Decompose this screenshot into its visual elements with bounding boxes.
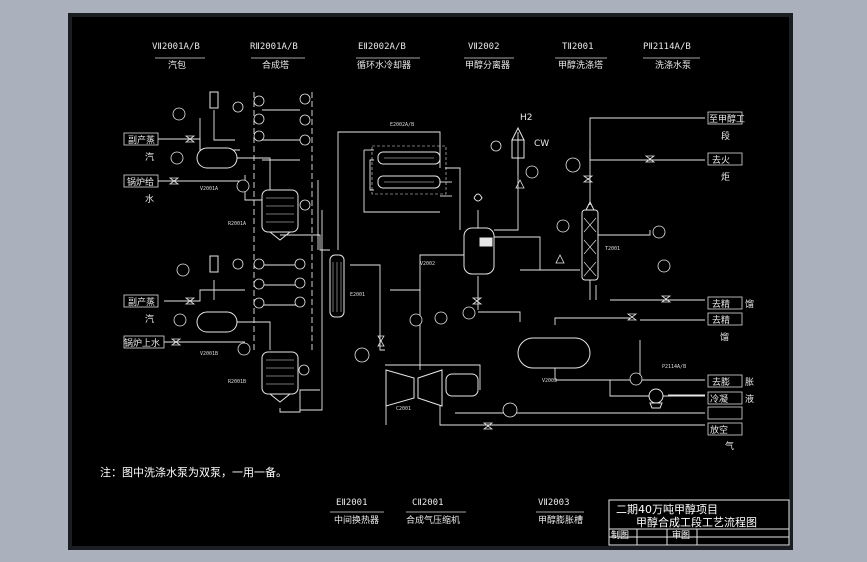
stream-bfw-2: 锅炉上水 xyxy=(124,337,160,349)
eq-name-t2001: 甲醇洗涤塔 xyxy=(558,59,603,71)
eq-tag-e2002: EⅡ2002A/B xyxy=(358,42,406,52)
stream-to-expansion: 去膨 xyxy=(712,376,730,388)
svg-text:E2001: E2001 xyxy=(350,292,365,298)
drawing-sheet xyxy=(72,17,789,546)
left-stream-labels xyxy=(123,132,165,349)
svg-text:R2001A: R2001A xyxy=(228,221,246,227)
eq-name-r2001: 合成塔 xyxy=(262,59,289,71)
stream-to-distill-1b: 馏 xyxy=(745,298,754,310)
stream-to-expansion-b: 胀 xyxy=(745,377,754,388)
equipment-header: VⅡ2001A/B 汽包 RⅡ2001A/B 合成塔 EⅡ2002A/B 循环水… xyxy=(152,42,700,71)
syngas-compressor xyxy=(385,369,479,407)
title-cell-drawn: 制图 xyxy=(611,529,629,541)
steam-drum-upper xyxy=(196,147,238,169)
eq-tag-t2001: TⅡ2001 xyxy=(562,42,594,52)
cw-coolers xyxy=(371,145,447,195)
stream-steam-1: 副产蒸 xyxy=(128,134,155,146)
eq-tag-v2001: VⅡ2001A/B xyxy=(152,42,200,52)
label-cw: CW xyxy=(534,139,549,149)
svg-text:V2002: V2002 xyxy=(420,261,435,267)
drawing-note: 注：图中洗涤水泵为双泵，一用一备。 xyxy=(100,465,287,479)
eq-tag-c2001: CⅡ2001 xyxy=(412,498,444,508)
valves xyxy=(168,135,672,430)
title-cell-checked: 审图 xyxy=(672,529,690,541)
reactors xyxy=(261,189,299,403)
eq-name-c2001: 合成气压缩机 xyxy=(406,514,460,526)
eq-tag-v2003: VⅡ2003 xyxy=(538,498,570,508)
stream-steam-2b: 汽 xyxy=(145,313,154,325)
stream-condensate: 冷凝 xyxy=(710,393,728,405)
stream-steam-1b: 汽 xyxy=(145,151,154,163)
equipment-footer: EⅡ2001 中间换热器 CⅡ2001 合成气压缩机 VⅡ2003 甲醇膨胀槽 xyxy=(330,498,584,526)
wash-water-pump xyxy=(648,388,664,409)
intermediate-exchanger xyxy=(329,254,345,318)
eq-name-p2114: 洗涤水泵 xyxy=(655,59,691,71)
stream-to-flare: 去火 xyxy=(712,154,730,166)
eq-tag-e2001: EⅡ2001 xyxy=(336,498,368,508)
svg-text:C2001: C2001 xyxy=(396,406,411,412)
title-block xyxy=(608,499,790,546)
eq-name-e2002: 循环水冷却器 xyxy=(357,59,411,71)
eq-name-v2001: 汽包 xyxy=(168,59,186,71)
svg-text:P2114A/B: P2114A/B xyxy=(662,364,686,370)
reactor-upper xyxy=(261,189,299,233)
expansion-tank xyxy=(517,337,591,369)
stream-vent: 放空 xyxy=(710,424,728,436)
stream-steam-2: 副产蒸 xyxy=(128,296,155,308)
reactor-lower xyxy=(261,351,299,395)
right-stream-labels xyxy=(707,111,743,436)
svg-text:V2001A: V2001A xyxy=(200,186,218,192)
stream-to-methanol: 至甲醇工 xyxy=(709,113,745,125)
stream-to-distill-2: 去精 xyxy=(712,314,730,326)
eq-name-v2002: 甲醇分离器 xyxy=(465,59,510,71)
stream-to-distill-2b: 馏 xyxy=(720,331,729,343)
svg-text:T2001: T2001 xyxy=(605,246,620,252)
steam-drum-lower xyxy=(196,311,238,333)
eq-tag-v2002: VⅡ2002 xyxy=(468,42,500,52)
eq-name-e2001: 中间换热器 xyxy=(334,514,379,526)
instruments xyxy=(170,93,671,418)
stream-vent-b: 气 xyxy=(725,440,734,452)
title-drawing: 甲醇合成工段工艺流程图 xyxy=(636,515,757,529)
stream-condensate-b: 液 xyxy=(745,393,754,405)
svg-text:R2001B: R2001B xyxy=(228,379,246,385)
methanol-separator xyxy=(463,193,495,275)
stream-to-methanol-b: 段 xyxy=(721,130,730,142)
svg-text:V2001B: V2001B xyxy=(200,351,218,357)
equipment-tags: V2001A V2001B R2001A R2001B E2001 V2002 … xyxy=(200,186,686,412)
eq-tag-p2114: PⅡ2114A/B xyxy=(643,42,691,52)
stream-bfw-1b: 水 xyxy=(145,193,154,205)
washing-tower xyxy=(581,200,599,281)
stream-to-distill-1: 去精 xyxy=(712,298,730,310)
vent-stack xyxy=(511,126,525,175)
stream-bfw-1: 锅炉给 xyxy=(127,176,154,188)
title-project: 二期40万吨甲醇项目 xyxy=(616,502,718,516)
stream-to-flare-b: 炬 xyxy=(721,171,730,183)
steam-drums xyxy=(196,91,238,333)
eq-name-v2003: 甲醇膨胀槽 xyxy=(538,514,583,526)
label-h2: H2 xyxy=(520,113,533,123)
cooler-tag: E2002A/B xyxy=(390,122,414,128)
svg-text:V2003: V2003 xyxy=(542,378,557,384)
eq-tag-r2001: RⅡ2001A/B xyxy=(250,42,298,52)
